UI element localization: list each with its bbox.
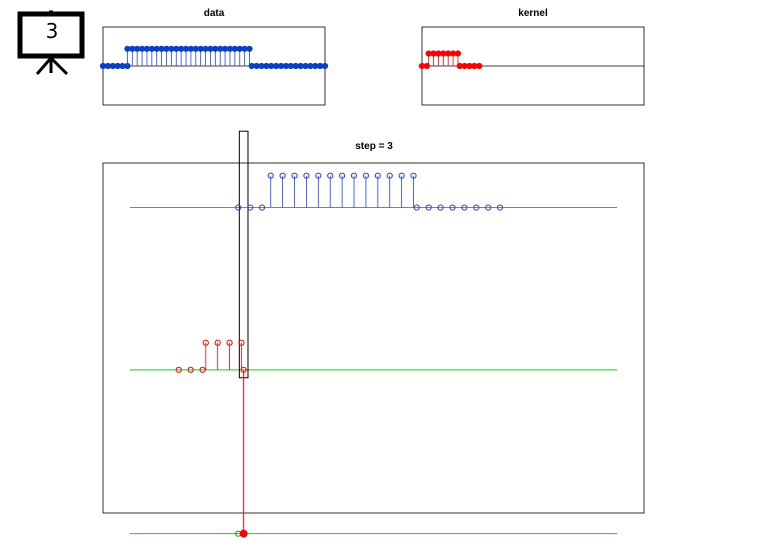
kernel-marks xyxy=(418,50,644,70)
kernel-marker-3 xyxy=(202,339,209,346)
kernel-marker-1 xyxy=(423,62,430,70)
data-marker-16 xyxy=(413,204,420,211)
step-chart: step = 3 xyxy=(102,130,645,538)
data-marker-11 xyxy=(362,172,370,179)
data-marker-12 xyxy=(374,172,381,179)
presentation-board-icon xyxy=(17,10,85,76)
data-chart-title: data xyxy=(204,8,225,19)
data-marks xyxy=(99,45,329,70)
data-marker-19 xyxy=(449,204,456,211)
data-marker-10 xyxy=(350,172,358,179)
data-marker-21 xyxy=(473,204,480,211)
data-marker-31 xyxy=(246,45,253,52)
kernel-marker-0 xyxy=(175,366,182,373)
step-marks xyxy=(130,130,617,538)
data-marker-6 xyxy=(303,172,310,179)
output-current-marker xyxy=(239,529,248,538)
data-marker-5 xyxy=(291,172,298,179)
data-marker-13 xyxy=(386,172,393,179)
kernel-chart: kernel xyxy=(418,8,645,106)
kernel-marker-1 xyxy=(187,366,194,373)
data-marker-20 xyxy=(461,204,468,211)
data-marker-1 xyxy=(247,204,254,211)
data-marker-14 xyxy=(398,172,405,179)
data-chart: data xyxy=(99,8,329,106)
slide-badge[interactable]: 3 xyxy=(17,10,87,76)
data-marker-15 xyxy=(410,172,417,179)
kernel-marker-5 xyxy=(226,339,233,346)
data-marker-7 xyxy=(315,172,322,179)
kernel-marker-6 xyxy=(238,339,245,346)
kernel-marker-4 xyxy=(214,339,221,346)
slide-number: 3 xyxy=(45,19,59,43)
data-marker-23 xyxy=(496,204,504,211)
kernel-marker-7 xyxy=(240,366,247,373)
step-axes-box xyxy=(102,162,645,514)
data-marker-47 xyxy=(321,62,329,70)
kernel-marker-2 xyxy=(199,366,206,373)
data-marker-8 xyxy=(327,172,334,179)
data-marker-17 xyxy=(425,204,432,211)
kernel-chart-title: kernel xyxy=(518,8,548,19)
step-chart-title: step = 3 xyxy=(355,141,393,152)
kernel-marker-8 xyxy=(454,50,462,57)
data-marker-3 xyxy=(267,172,274,179)
data-marker-18 xyxy=(437,204,444,211)
data-marker-9 xyxy=(339,172,346,179)
data-marker-2 xyxy=(258,204,266,211)
data-marker-4 xyxy=(279,172,286,179)
data-marker-0 xyxy=(235,204,242,211)
data-marker-22 xyxy=(485,204,492,211)
kernel-marker-13 xyxy=(476,62,483,70)
